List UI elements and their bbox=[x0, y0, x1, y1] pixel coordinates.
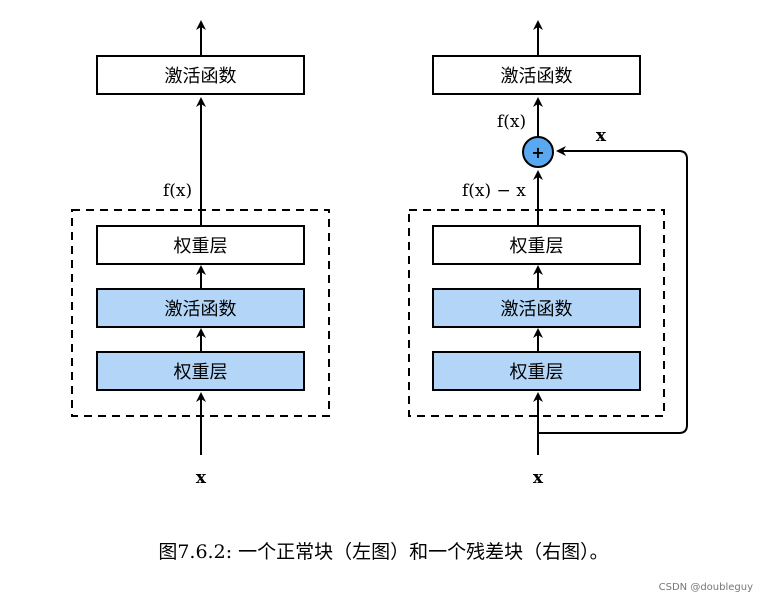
activation-layer-label: 激活函数 bbox=[501, 299, 573, 320]
residual-label: f(x) − x bbox=[462, 181, 526, 201]
normal-block: 权重层 激活函数 权重层 f(x) 激活函数 x bbox=[71, 20, 330, 488]
activation-layer-label: 激活函数 bbox=[165, 299, 237, 320]
weight-layer-bottom bbox=[432, 351, 641, 391]
weight-layer-top-label: 权重层 bbox=[174, 236, 228, 257]
activation-layer bbox=[96, 288, 305, 328]
top-activation-label: 激活函数 bbox=[165, 66, 237, 87]
weight-layer-bottom-label: 权重层 bbox=[510, 362, 564, 383]
fx-label: f(x) bbox=[163, 181, 192, 201]
skip-x-label: x bbox=[596, 126, 607, 146]
weight-layer-top bbox=[432, 225, 641, 265]
dashed-block-border bbox=[408, 209, 665, 417]
fx-label: f(x) bbox=[497, 112, 526, 132]
residual-block: x 权重层 激活函数 权重层 f(x) − x + f(x) 激活函数 x bbox=[408, 20, 688, 488]
figure-caption: 图7.6.2: 一个正常块（左图）和一个残差块（右图）。 bbox=[158, 541, 609, 563]
skip-connection bbox=[538, 146, 688, 434]
plus-icon: + bbox=[531, 143, 544, 162]
weight-layer-top bbox=[96, 225, 305, 265]
input-x-label: x bbox=[533, 468, 544, 488]
activation-layer bbox=[432, 288, 641, 328]
top-activation-label: 激活函数 bbox=[501, 66, 573, 87]
watermark: CSDN @doubleguy bbox=[658, 582, 753, 593]
input-x-label: x bbox=[196, 468, 207, 488]
top-activation bbox=[432, 55, 641, 95]
weight-layer-bottom-label: 权重层 bbox=[174, 362, 228, 383]
weight-layer-top-label: 权重层 bbox=[510, 236, 564, 257]
